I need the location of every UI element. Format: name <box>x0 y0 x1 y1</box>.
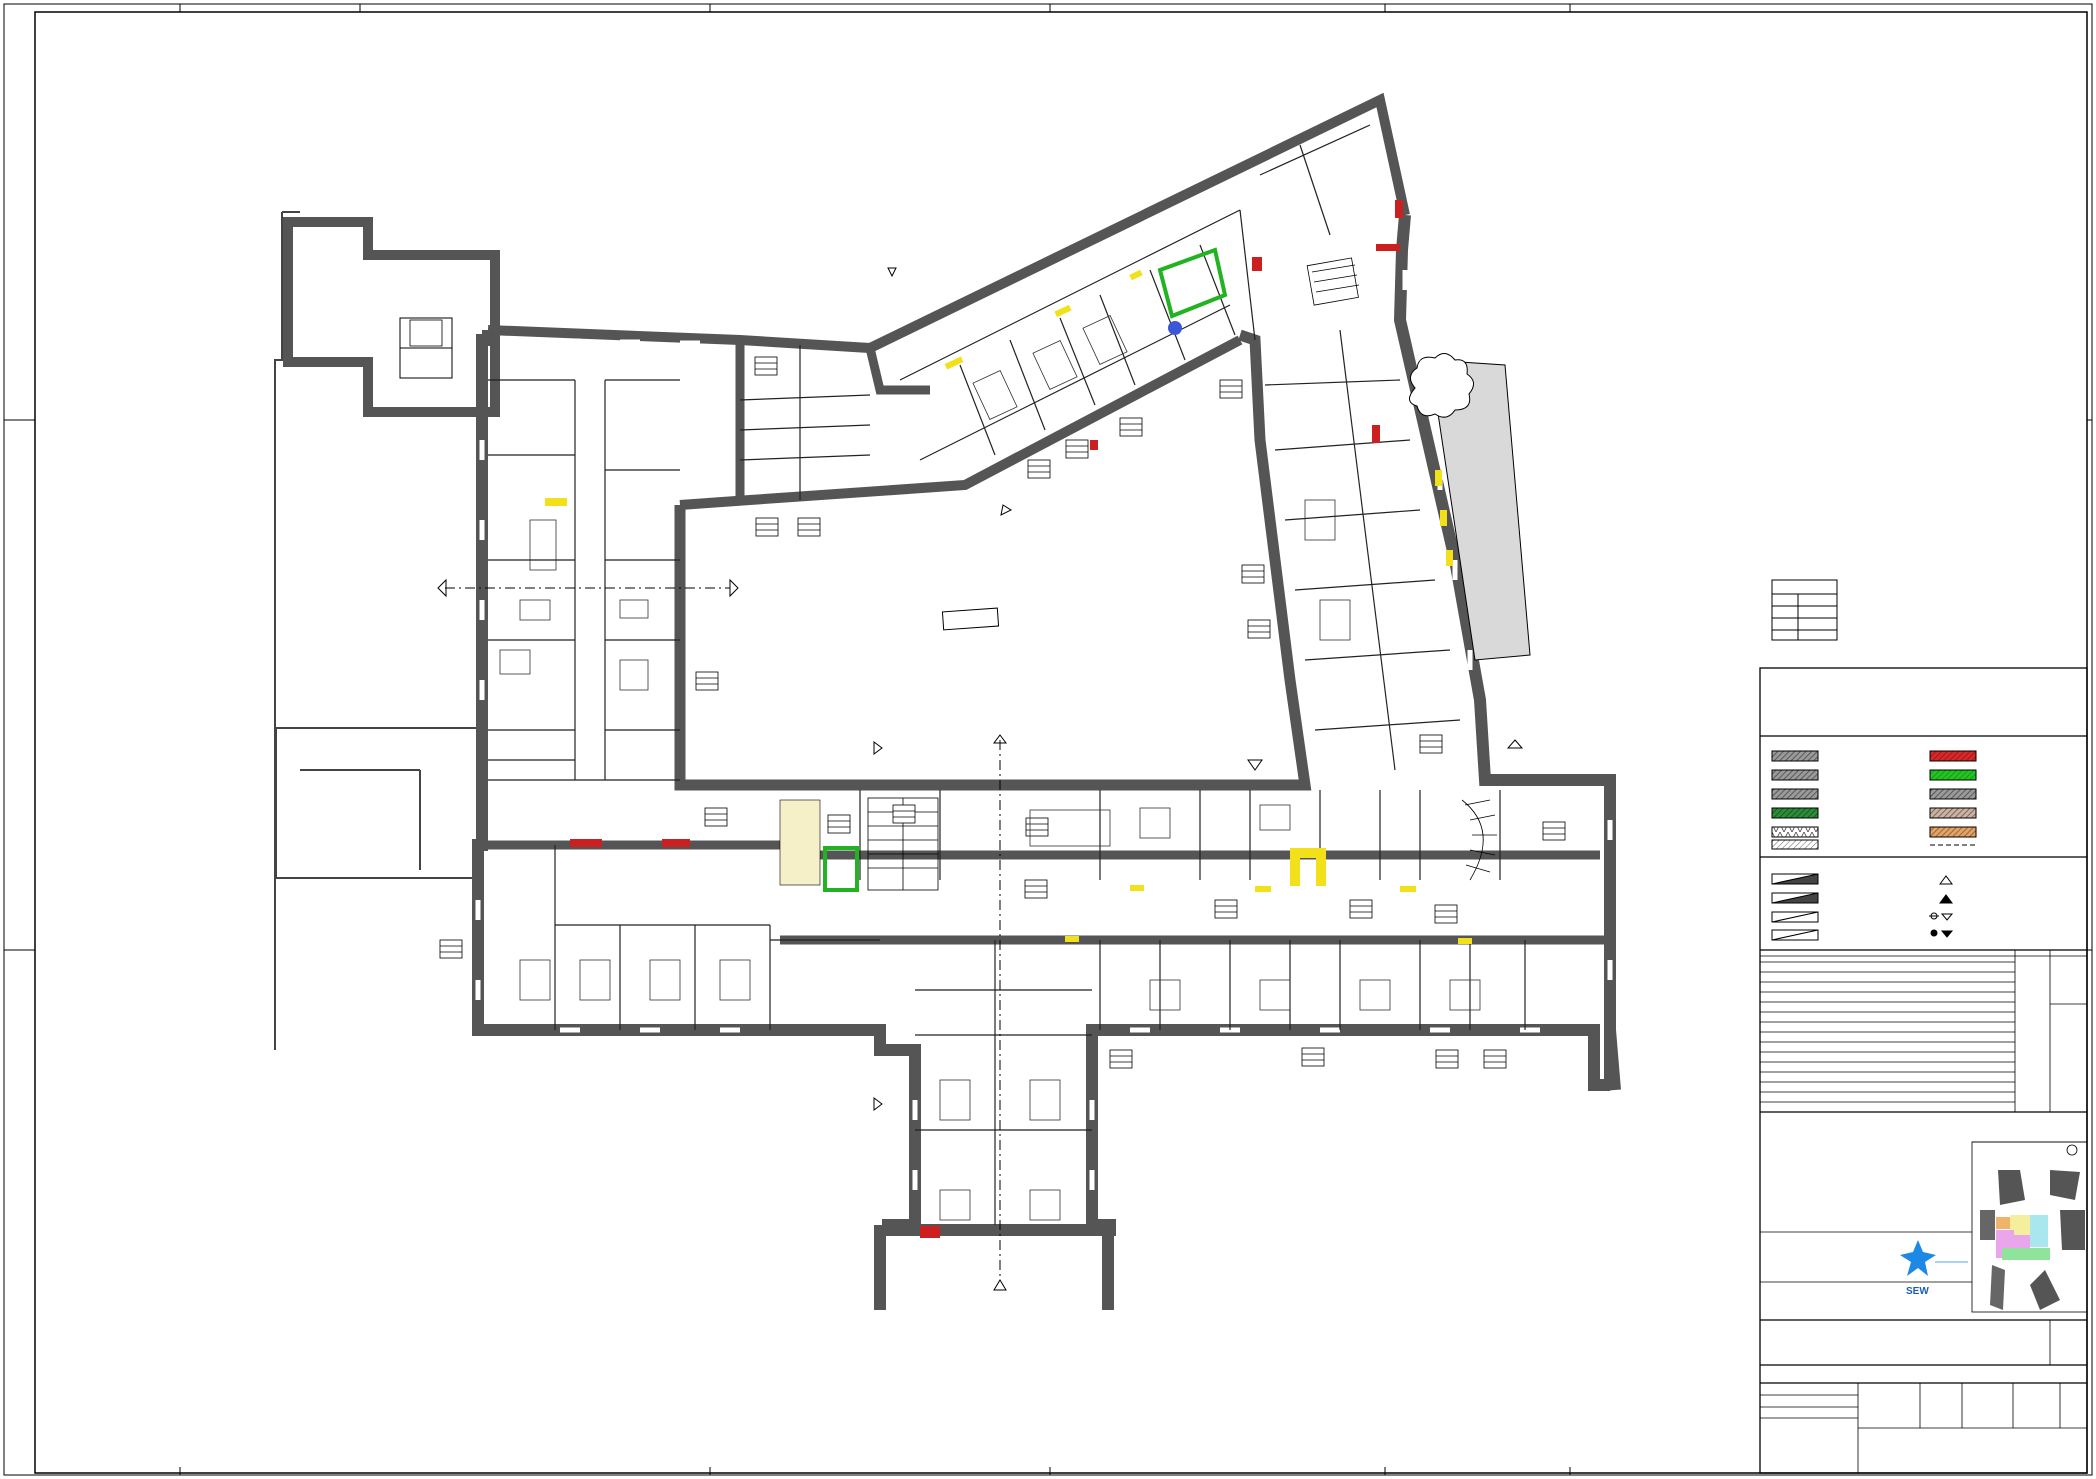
room-stamp <box>827 814 851 834</box>
legend-materials-left <box>1771 750 1819 850</box>
legend-swatch <box>1771 929 1819 941</box>
main-walls <box>472 92 1621 1310</box>
north-arrow-icon <box>2066 1144 2078 1156</box>
room-stamp <box>1024 879 1048 899</box>
room-stamp <box>892 804 916 824</box>
legend-materials-right <box>1929 750 1977 846</box>
room-stamp <box>1419 734 1443 754</box>
key-plan <box>1975 1144 2085 1310</box>
room-stamp <box>704 807 728 827</box>
legend-swatch <box>1771 788 1819 800</box>
room-stamp <box>1301 1047 1325 1067</box>
legend-swatch <box>1771 826 1819 838</box>
furniture <box>499 315 1481 1221</box>
room-stamp <box>1065 439 1089 459</box>
room-stamp <box>1025 817 1049 837</box>
room-stamp <box>1435 1049 1459 1069</box>
legend-swatch <box>1929 769 1977 781</box>
title-block <box>1759 667 2088 1474</box>
legend-swatch <box>1929 788 1977 800</box>
room-stamp <box>1483 1049 1507 1069</box>
courtyard-label-box <box>941 607 1000 631</box>
sheet-grid-ticks <box>4 4 2092 1475</box>
room-stamp <box>1434 904 1458 924</box>
keyplan-zone <box>1996 1217 2010 1229</box>
room-stamp <box>1247 619 1271 639</box>
legend-swatch <box>1771 892 1819 904</box>
triangle-up-filled-icon <box>1939 894 1953 904</box>
title-bottom-grid <box>1760 1320 2087 1473</box>
legend-swatch <box>1771 807 1819 819</box>
legend-swatch <box>1929 807 1977 819</box>
small-key-table <box>1771 579 1838 641</box>
legend-swatch <box>1771 873 1819 885</box>
room-stamp <box>695 671 719 691</box>
room-stamp <box>797 517 821 537</box>
room-stamp <box>1241 564 1265 584</box>
star-logo-icon <box>1900 1240 1936 1276</box>
room-stamp <box>754 356 778 376</box>
pale-yellow-zone <box>779 799 821 886</box>
sheet-inner-border <box>34 11 2088 1474</box>
room-stamp <box>1027 459 1051 479</box>
keyplan-zone <box>2002 1248 2050 1260</box>
window-openings <box>475 107 1613 1190</box>
green-wall-segments <box>823 247 1228 892</box>
interior-partitions <box>488 124 1526 1225</box>
legend-swatch <box>1771 911 1819 923</box>
triangle-up-outline-icon <box>1939 875 1953 885</box>
keyplan-zone <box>2030 1215 2048 1247</box>
room-stamp <box>755 517 779 537</box>
room-stamp <box>1542 821 1566 841</box>
level-marker-filled-icon <box>1930 929 1954 938</box>
room-stamp <box>1109 1049 1133 1069</box>
room-stamp <box>439 939 463 959</box>
tree-icon <box>1409 353 1474 418</box>
level-marker-icon <box>1929 912 1954 921</box>
stair-tower-nw <box>283 217 500 417</box>
legend-swatch <box>1929 750 1977 762</box>
legend-swatch <box>1771 839 1819 850</box>
room-stamp <box>1214 899 1238 919</box>
legend-symbols <box>1771 873 1954 941</box>
legend-swatch <box>1929 826 1977 838</box>
keyplan-zone <box>2010 1215 2030 1235</box>
room-stamps <box>439 356 1566 1069</box>
room-stamp <box>1219 379 1243 399</box>
section-markers <box>437 267 1524 1291</box>
neighbour-building <box>274 211 482 1050</box>
red-wall-segments <box>570 200 1403 1238</box>
legend-swatch <box>1771 750 1819 762</box>
blue-marker-dot <box>1168 321 1182 335</box>
logo-text: SEW <box>1906 1286 1929 1297</box>
sew-logo: SEW <box>1900 1240 1968 1297</box>
room-stamp <box>1349 899 1373 919</box>
sheet-outer-border <box>3 3 2093 1476</box>
legend-swatch <box>1771 769 1819 781</box>
yellow-wall-segments <box>545 269 1472 944</box>
stairs-east <box>1306 257 1497 881</box>
east-strip-area <box>1429 359 1531 661</box>
floor-plan <box>274 92 1621 1310</box>
project-box <box>1760 1141 2088 1313</box>
room-stamp <box>1119 417 1143 437</box>
title-block-table <box>1760 950 2087 1112</box>
